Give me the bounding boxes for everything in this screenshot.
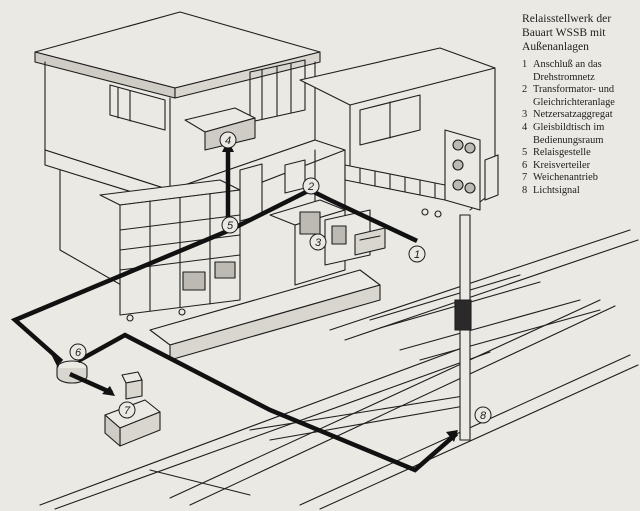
- light-signal: [444, 129, 499, 441]
- legend-item-number: 8: [522, 184, 528, 196]
- legend-item: 7 Weichenantrieb: [522, 172, 638, 185]
- legend-item-text: Transformator- und Gleichrichteranlage: [533, 84, 615, 108]
- callout-5: 5: [221, 216, 239, 234]
- legend-item: 2 Transformator- und Gleichrichteranlage: [522, 84, 638, 109]
- legend-item: 4 Gleisbildtisch im Bedienungsraum: [522, 122, 638, 147]
- callout-2: 2: [302, 177, 320, 195]
- legend-item-number: 6: [522, 159, 528, 171]
- legend-item: 3 Netzersatzaggregat: [522, 109, 638, 122]
- legend-list: 1 Anschluß an das Drehstromnetz 2 Transfor…: [522, 59, 638, 198]
- cable-rack: [344, 164, 446, 218]
- legend-item-text: Anschluß an das Drehstromnetz: [533, 59, 602, 83]
- cable-routes: [10, 147, 459, 473]
- svg-text:5: 5: [227, 220, 234, 232]
- legend-item-number: 7: [522, 172, 528, 184]
- legend-item-text: Weichenantrieb: [533, 172, 598, 184]
- svg-text:8: 8: [480, 410, 487, 422]
- callouts: 1 2 3 4 5 6 7 8: [69, 131, 492, 424]
- svg-text:6: 6: [75, 347, 82, 359]
- legend-item-text: Lichtsignal: [533, 184, 580, 196]
- svg-text:4: 4: [225, 135, 231, 147]
- legend-item-number: 5: [522, 147, 528, 159]
- svg-text:3: 3: [315, 237, 322, 249]
- callout-7: 7: [118, 401, 136, 419]
- legend-item-number: 3: [522, 109, 528, 121]
- legend-item-number: 2: [522, 84, 528, 96]
- svg-text:2: 2: [307, 181, 314, 193]
- callout-1: 1: [408, 245, 426, 263]
- legend: Relaisstellwerk der Bauart WSSB mit Auße…: [522, 12, 638, 198]
- legend-item: 8 Lichtsignal: [522, 185, 638, 198]
- callout-6: 6: [69, 343, 87, 361]
- legend-item-text: Netzersatzaggregat: [533, 109, 613, 121]
- legend-item: 5 Relaisgestelle: [522, 147, 638, 160]
- legend-item-text: Relaisgestelle: [533, 147, 591, 159]
- legend-item-number: 4: [522, 121, 528, 133]
- legend-item-text: Gleisbildtisch im Bedienungsraum: [533, 121, 605, 146]
- callout-3: 3: [309, 233, 327, 251]
- stellwerk-building: [34, 11, 496, 291]
- legend-item-text: Kreisverteiler: [533, 159, 591, 171]
- building-base: [149, 269, 381, 361]
- legend-title-line: Relaisstellwerk der: [522, 12, 612, 25]
- legend-title: Relaisstellwerk der Bauart WSSB mit Auße…: [522, 12, 638, 54]
- legend-item: 1 Anschluß an das Drehstromnetz: [522, 59, 638, 84]
- legend-title-line: Bauart WSSB mit: [522, 26, 606, 39]
- legend-item: 6 Kreisverteiler: [522, 160, 638, 173]
- callout-4: 4: [219, 131, 237, 149]
- svg-text:1: 1: [414, 249, 420, 261]
- legend-item-number: 1: [522, 59, 528, 70]
- callout-8: 8: [474, 406, 492, 424]
- legend-title-line: Außenanlagen: [522, 40, 589, 53]
- svg-text:7: 7: [124, 405, 131, 417]
- relay-racks: [99, 179, 241, 322]
